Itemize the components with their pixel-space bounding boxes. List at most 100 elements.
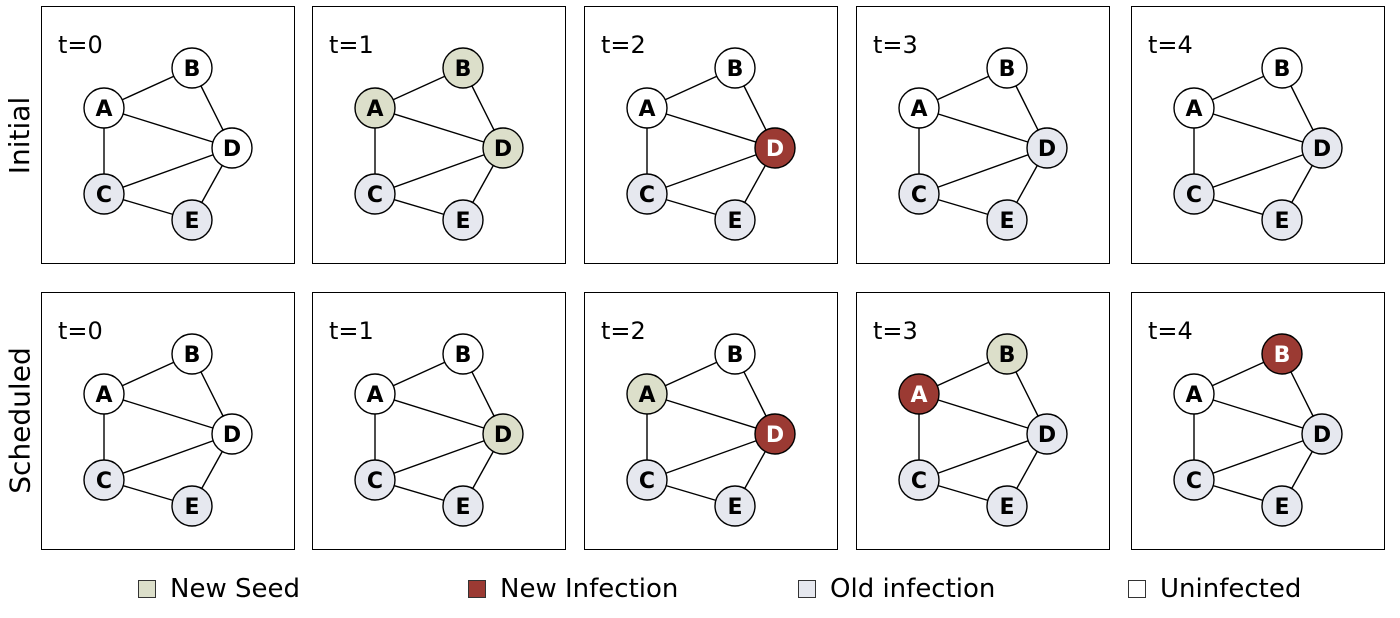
node-label-c: C [96,183,112,208]
node-b [442,47,484,89]
edge-a-d [103,107,233,149]
node-label-e: E [455,209,470,234]
node-label-c: C [367,469,383,494]
node-label-a: A [1185,383,1202,408]
legend-label-old-infection: Old infection [830,574,996,604]
node-d [754,413,796,455]
node-label-a: A [638,383,655,408]
node-b [714,333,756,375]
time-label: t=1 [329,31,374,59]
node-label-b: B [1274,57,1291,82]
node-a [354,87,396,129]
node-label-d: D [766,137,784,162]
node-label-e: E [455,495,470,520]
node-e [714,199,756,241]
node-a [626,373,668,415]
node-d [211,127,253,169]
node-label-e: E [999,209,1014,234]
node-c [898,459,940,501]
node-c [83,459,125,501]
legend-swatch-new-seed [138,580,156,598]
time-label: t=2 [601,31,646,59]
node-d [211,413,253,455]
node-label-c: C [1186,183,1202,208]
node-d [754,127,796,169]
edge-c-d [1193,433,1323,481]
node-e [714,485,756,527]
node-label-a: A [910,97,927,122]
node-c [626,173,668,215]
node-d [482,127,524,169]
node-label-e: E [727,495,742,520]
node-label-a: A [95,97,112,122]
row-label-scheduled-text: Scheduled [3,346,37,494]
node-label-b: B [1274,343,1291,368]
edge-a-d [374,393,504,435]
node-d [1026,413,1068,455]
node-label-a: A [910,383,927,408]
node-a [898,87,940,129]
node-label-d: D [1038,137,1056,162]
node-label-b: B [455,57,472,82]
legend-old-infection: Old infection [798,574,995,604]
row-label-initial: Initial [0,5,40,265]
node-label-b: B [727,343,744,368]
edge-c-d [646,433,776,481]
node-label-d: D [1038,423,1056,448]
node-label-b: B [184,343,201,368]
node-label-c: C [639,183,655,208]
node-c [354,173,396,215]
legend-new-infection: New Infection [468,574,678,604]
time-label: t=3 [873,31,918,59]
edge-a-d [646,393,776,435]
node-label-c: C [639,469,655,494]
node-e [442,199,484,241]
node-label-c: C [911,183,927,208]
edge-a-d [1193,107,1323,149]
node-c [354,459,396,501]
edge-a-d [918,393,1048,435]
legend-label-new-infection: New Infection [500,574,679,604]
legend-label-new-seed: New Seed [170,574,300,604]
node-label-d: D [494,423,512,448]
legend-swatch-new-infection [468,580,486,598]
node-label-a: A [1185,97,1202,122]
time-label: t=1 [329,317,374,345]
node-b [1261,333,1303,375]
node-a [83,87,125,129]
row-label-scheduled: Scheduled [0,290,40,550]
node-a [898,373,940,415]
node-label-d: D [223,137,241,162]
node-d [1301,413,1343,455]
node-label-a: A [95,383,112,408]
edge-a-d [918,107,1048,149]
time-label: t=3 [873,317,918,345]
edge-c-d [374,147,504,195]
node-b [171,333,213,375]
node-label-b: B [727,57,744,82]
node-a [83,373,125,415]
node-a [1173,373,1215,415]
node-label-e: E [184,209,199,234]
node-label-d: D [1313,423,1331,448]
node-label-b: B [999,57,1016,82]
edge-a-d [103,393,233,435]
node-label-d: D [494,137,512,162]
node-e [442,485,484,527]
edge-c-d [646,147,776,195]
node-d [482,413,524,455]
node-e [986,199,1028,241]
node-c [1173,173,1215,215]
edge-c-d [918,147,1048,195]
node-label-d: D [766,423,784,448]
node-label-b: B [184,57,201,82]
